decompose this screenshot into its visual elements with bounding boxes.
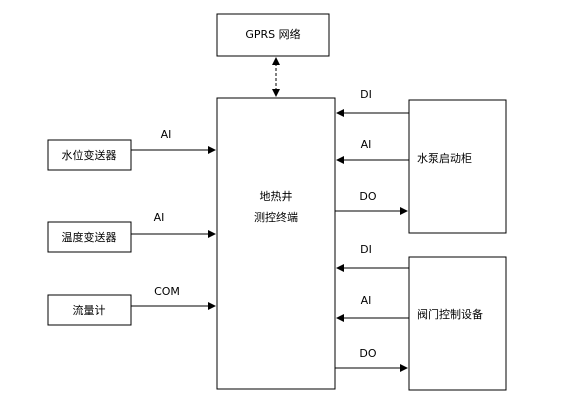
terminal-label-line1: 地热井: [260, 189, 293, 203]
water-level-signal-label: AI: [161, 128, 172, 141]
gprs-network-label: GPRS 网络: [245, 27, 300, 41]
water-level-transmitter-box: [47, 139, 132, 171]
temperature-transmitter-box: [47, 221, 132, 253]
valve-di-label: DI: [360, 243, 372, 256]
water-level-transmitter-label: 水位变送器: [62, 148, 117, 162]
pump-ai-label: AI: [361, 138, 372, 151]
pump-cabinet-label: 水泵启动柜: [417, 152, 472, 165]
temperature-transmitter-label: 温度变送器: [62, 230, 117, 244]
gprs-network-box: [216, 13, 330, 57]
temperature-signal-label: AI: [154, 211, 165, 224]
valve-ai-label: AI: [361, 294, 372, 307]
flowmeter-box: [47, 294, 132, 326]
pump-do-label: DO: [359, 190, 376, 203]
terminal-box: [216, 97, 336, 390]
flowmeter-signal-label: COM: [154, 285, 180, 298]
valve-do-label: DO: [359, 347, 376, 360]
flowmeter-label: 流量计: [73, 303, 106, 317]
pump-cabinet-box: [408, 99, 507, 234]
pump-di-label: DI: [360, 88, 372, 101]
valve-control-label: 阀门控制设备: [417, 307, 483, 321]
terminal-label-line2: 测控终端: [254, 210, 298, 224]
valve-control-box: [408, 256, 507, 391]
